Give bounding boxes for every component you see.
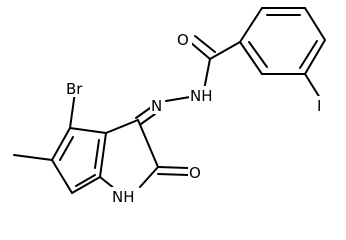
bond xyxy=(239,7,263,43)
bond xyxy=(51,159,73,194)
bond xyxy=(105,119,139,134)
double-bond-inner xyxy=(75,174,96,187)
bond-c-n xyxy=(203,58,211,91)
bond-n-c xyxy=(135,107,151,119)
iodine-label: I xyxy=(317,97,321,115)
atom-labels: O NH N I Br O NH xyxy=(66,30,326,206)
double-bond-inner xyxy=(299,40,318,69)
structure-drawing: O NH N I Br O NH xyxy=(13,7,326,206)
bond-n-c-double xyxy=(140,113,156,125)
bromine-label: Br xyxy=(66,80,83,98)
double-bond-inner xyxy=(59,136,74,161)
double-bond-inner xyxy=(94,139,100,169)
indole-nh-label: NH xyxy=(112,188,135,206)
bond xyxy=(139,166,159,188)
hydrazone-n-label: N xyxy=(151,97,162,115)
bond xyxy=(99,132,107,178)
double-bond-inner xyxy=(248,41,268,68)
bond-c-o-lactam-double xyxy=(157,173,189,176)
lactam-oxygen-label: O xyxy=(189,164,201,182)
hydrazone-nh-label: NH xyxy=(190,87,213,105)
bond xyxy=(137,119,159,168)
pyrrolidinone-ring xyxy=(99,119,189,194)
amide-oxygen-label: O xyxy=(177,31,189,49)
bond-methyl xyxy=(13,154,53,161)
bond xyxy=(239,41,263,75)
iodophenyl-ring xyxy=(239,7,326,75)
bond-c-br xyxy=(69,91,76,129)
bond xyxy=(304,39,326,75)
bond xyxy=(71,176,101,194)
bond xyxy=(304,7,326,41)
bond xyxy=(69,127,107,134)
bond-c-o-double xyxy=(194,35,216,53)
bond xyxy=(209,41,241,60)
bond-c-o-lactam xyxy=(157,166,189,169)
bond xyxy=(51,127,71,161)
bond-c-i xyxy=(304,73,321,99)
molecule-canvas: O NH N I Br O NH xyxy=(13,7,326,206)
bond-c-o xyxy=(189,41,211,60)
amide-group xyxy=(189,35,241,91)
benzo-ring xyxy=(51,127,107,194)
